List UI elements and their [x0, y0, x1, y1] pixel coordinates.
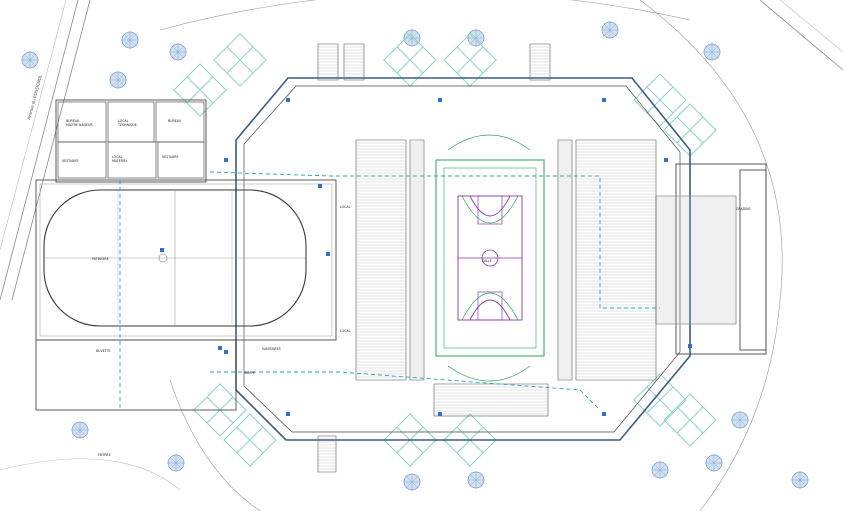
stand-block-far — [655, 195, 737, 325]
tree-symbol — [169, 43, 187, 61]
ice-rink — [43, 189, 307, 327]
column-marker — [688, 344, 692, 348]
basketball-court — [435, 134, 545, 382]
tree-symbol — [109, 71, 127, 89]
building-outline — [35, 77, 767, 441]
label-ice-rink: PATINOIRE — [92, 257, 109, 261]
label-entry: ENTREE — [98, 453, 111, 457]
office-rooms — [57, 101, 205, 179]
stair-bottom-1 — [317, 435, 337, 473]
arena-stands — [317, 43, 737, 473]
canopy-lattice — [663, 393, 717, 447]
column-marker — [224, 158, 228, 162]
canopy-lattice — [633, 373, 687, 427]
structural-columns — [160, 98, 692, 416]
tree-symbol — [21, 51, 39, 69]
column-marker — [224, 350, 228, 354]
landscape-trees — [21, 21, 809, 491]
stand-block-left — [355, 139, 407, 381]
label-bar: BUVETTE — [96, 349, 111, 353]
stair-top-3 — [529, 43, 551, 81]
column-marker — [318, 184, 322, 188]
label-tech-2: LOCAL — [340, 329, 351, 333]
label-changing-2: VESTIAIRE — [62, 159, 78, 163]
tree-symbol — [651, 461, 669, 479]
column-marker — [602, 98, 606, 102]
label-wc: SANITAIRES — [262, 347, 281, 351]
circulation-lines — [119, 171, 660, 411]
tree-symbol — [731, 411, 749, 429]
canopy-lattice — [213, 33, 267, 87]
label-court: SALLE — [482, 259, 492, 263]
column-marker — [664, 158, 668, 162]
canopy-lattice — [173, 63, 227, 117]
column-marker — [438, 412, 442, 416]
column-marker — [218, 346, 222, 350]
tree-symbol — [403, 29, 421, 47]
tree-symbol — [467, 471, 485, 489]
label-stand: GRADINS — [736, 207, 751, 211]
label-ramp: RAMPE — [244, 371, 255, 375]
canopy-lattice — [223, 413, 277, 467]
label-office-c: BUREAU — [168, 119, 182, 123]
tree-symbol — [703, 43, 721, 61]
tree-symbol — [791, 471, 809, 489]
column-marker — [438, 98, 442, 102]
tree-symbol — [403, 473, 421, 491]
stand-aisle-left — [409, 139, 425, 381]
tree-symbol — [71, 421, 89, 439]
column-marker — [326, 252, 330, 256]
column-marker — [602, 412, 606, 416]
stand-block-bottom — [433, 383, 549, 417]
tree-symbol — [601, 21, 619, 39]
column-marker — [160, 248, 164, 252]
canopy-structures — [173, 33, 717, 467]
tree-symbol — [705, 454, 723, 472]
column-marker — [286, 412, 290, 416]
stair-top-1 — [317, 43, 339, 81]
tree-symbol — [467, 29, 485, 47]
tree-symbol — [167, 454, 185, 472]
label-tech-1: LOCAL — [340, 205, 351, 209]
label-changing-1: VESTIAIRE — [162, 155, 178, 159]
stair-top-2 — [343, 43, 365, 81]
tree-symbol — [121, 31, 139, 49]
column-marker — [286, 98, 290, 102]
